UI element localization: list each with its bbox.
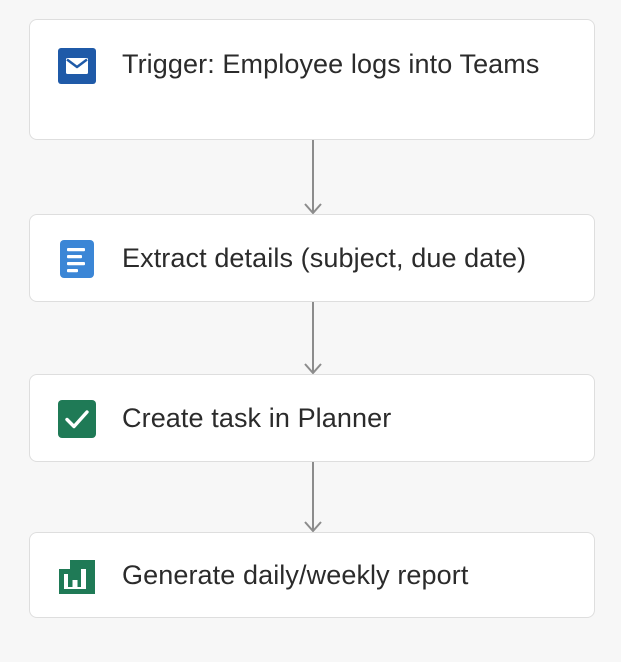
step-label: Trigger: Employee logs into Teams (122, 49, 540, 79)
arrow-down-icon (304, 462, 322, 532)
bar-chart-icon (57, 556, 97, 596)
envelope-icon (57, 46, 97, 86)
checkmark-icon (57, 399, 97, 439)
step-trigger-card: Trigger: Employee logs into Teams (29, 19, 595, 140)
step-extract-card: Extract details (subject, due date) (29, 214, 595, 302)
document-icon (57, 239, 97, 279)
arrow-down-icon (304, 302, 322, 374)
arrow-down-icon (304, 140, 322, 214)
step-label: Generate daily/weekly report (122, 560, 469, 590)
step-report-card: Generate daily/weekly report (29, 532, 595, 618)
step-label: Create task in Planner (122, 403, 392, 433)
step-create-task-card: Create task in Planner (29, 374, 595, 462)
step-label: Extract details (subject, due date) (122, 243, 527, 273)
